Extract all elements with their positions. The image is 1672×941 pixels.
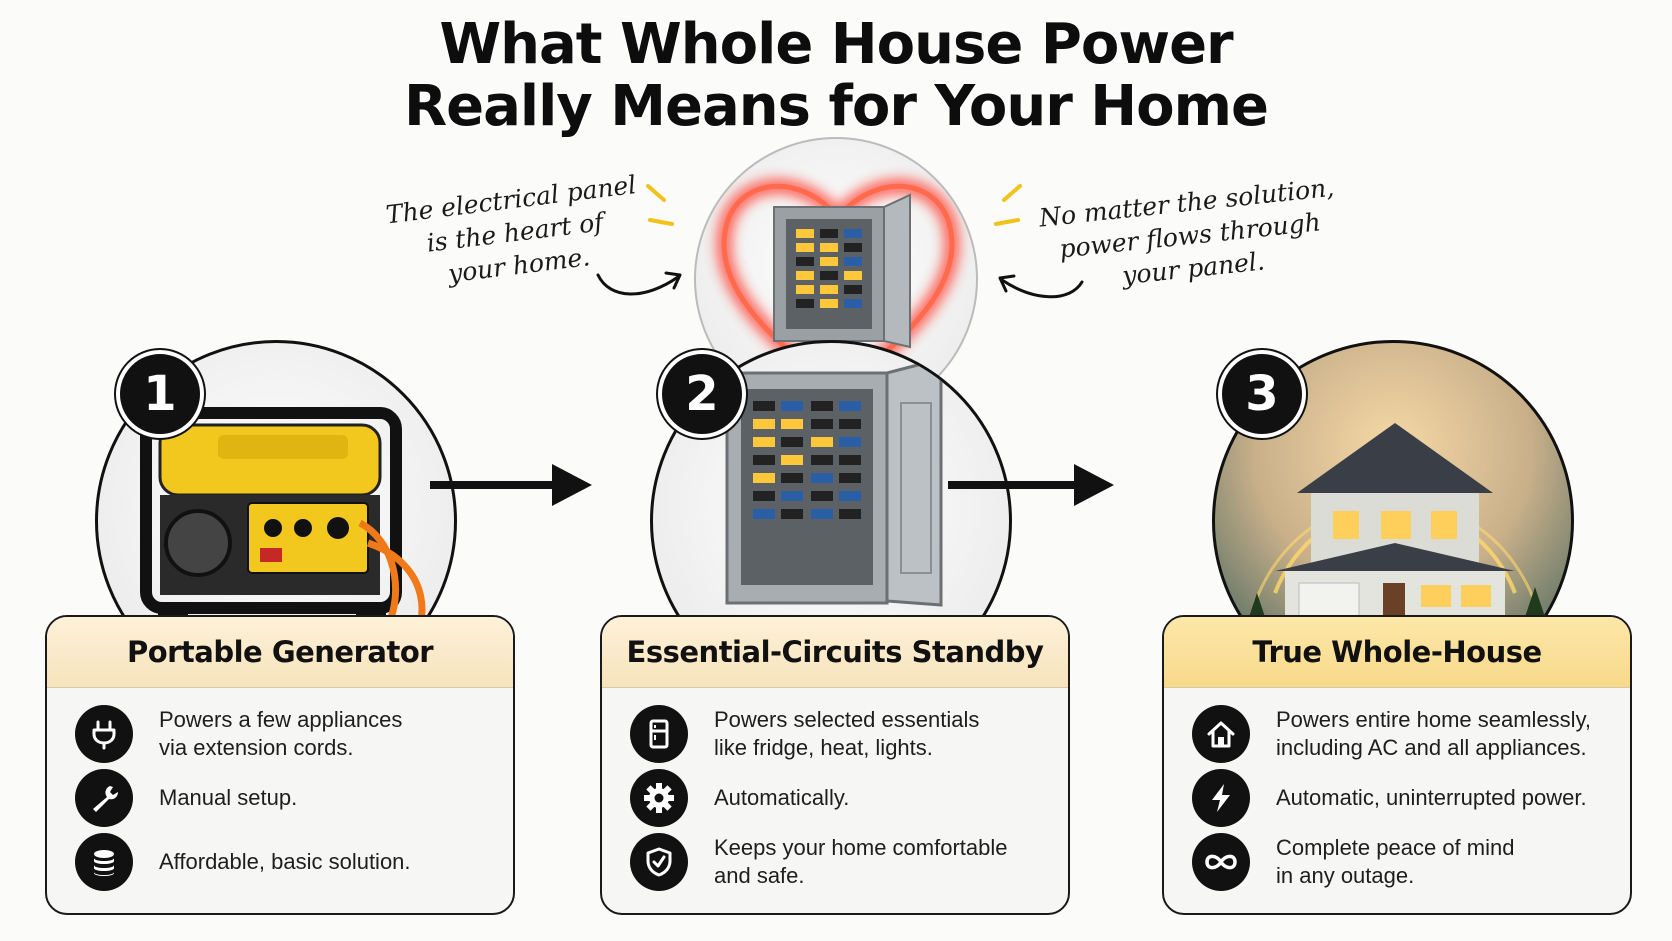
card-3-item-1-line-1: Powers entire home seamlessly, [1276, 707, 1592, 732]
card-2-item-2-line-1: Automatically. [714, 785, 850, 810]
gear-icon [630, 769, 688, 827]
card-3-item-3-line-2: in any outage. [1276, 863, 1415, 888]
card-portable-generator: Portable Generator Powers a few applianc… [45, 615, 515, 915]
right-curve-arrow-icon [998, 274, 1084, 299]
card-2-item-3-line-1: Keeps your home comfortable [714, 835, 1008, 860]
step-1-badge: 1 [116, 350, 204, 438]
card-true-whole-house: True Whole-House Powers entire home seam… [1162, 615, 1632, 915]
card-1-item-2: Manual setup. [75, 769, 513, 827]
card-3-item-3: Complete peace of mind in any outage. [1192, 833, 1630, 891]
fridge-icon [630, 705, 688, 763]
glow-sparkle-right-icon [994, 184, 1022, 226]
card-1-item-1: Powers a few appliances via extension co… [75, 705, 513, 763]
card-1-item-2-line-1: Manual setup. [159, 785, 298, 810]
page-title: What Whole House Power Really Means for … [0, 14, 1672, 138]
card-3-item-2-line-1: Automatic, uninterrupted power. [1276, 785, 1587, 810]
step-3-badge: 3 [1218, 350, 1306, 438]
card-3-item-1: Powers entire home seamlessly, including… [1192, 705, 1630, 763]
arrow-1-to-2-icon [430, 464, 592, 506]
card-2-item-2: Automatically. [630, 769, 1068, 827]
card-3-title: True Whole-House [1164, 617, 1630, 688]
panel-breakers [753, 401, 861, 519]
house-icon [1192, 705, 1250, 763]
generator-illustration [140, 407, 426, 666]
glow-sparkle-left-icon [646, 184, 674, 226]
title-line-1: What Whole House Power [439, 12, 1233, 77]
card-essential-circuits: Essential-Circuits Standby Powers select… [600, 615, 1070, 915]
arrow-2-to-3-icon [948, 464, 1114, 506]
card-3-item-3-line-1: Complete peace of mind [1276, 835, 1515, 860]
coins-icon [75, 833, 133, 891]
card-3-item-2: Automatic, uninterrupted power. [1192, 769, 1630, 827]
card-1-title: Portable Generator [47, 617, 513, 688]
card-2-item-3: Keeps your home comfortable and safe. [630, 833, 1068, 891]
plug-icon [75, 705, 133, 763]
card-2-item-1: Powers selected essentials like fridge, … [630, 705, 1068, 763]
wrench-icon [75, 769, 133, 827]
lightning-icon [1192, 769, 1250, 827]
card-1-item-1-line-2: via extension cords. [159, 735, 354, 760]
left-curve-arrow-icon [596, 271, 682, 296]
step-2-badge: 2 [658, 350, 746, 438]
card-1-item-3: Affordable, basic solution. [75, 833, 513, 891]
heart-panel-breakers [796, 229, 862, 308]
card-2-title: Essential-Circuits Standby [602, 617, 1068, 688]
heart-panel-illustration [716, 178, 960, 402]
title-line-2: Really Means for Your Home [404, 74, 1269, 139]
shield-check-icon [630, 833, 688, 891]
card-2-item-1-line-2: like fridge, heat, lights. [714, 735, 933, 760]
infinity-icon [1192, 833, 1250, 891]
card-3-item-1-line-2: including AC and all appliances. [1276, 735, 1587, 760]
card-1-item-1-line-1: Powers a few appliances [159, 707, 403, 732]
card-1-item-3-line-1: Affordable, basic solution. [159, 849, 411, 874]
card-2-item-3-line-2: and safe. [714, 863, 805, 888]
panel-illustration [725, 357, 943, 607]
card-2-item-1-line-1: Powers selected essentials [714, 707, 980, 732]
